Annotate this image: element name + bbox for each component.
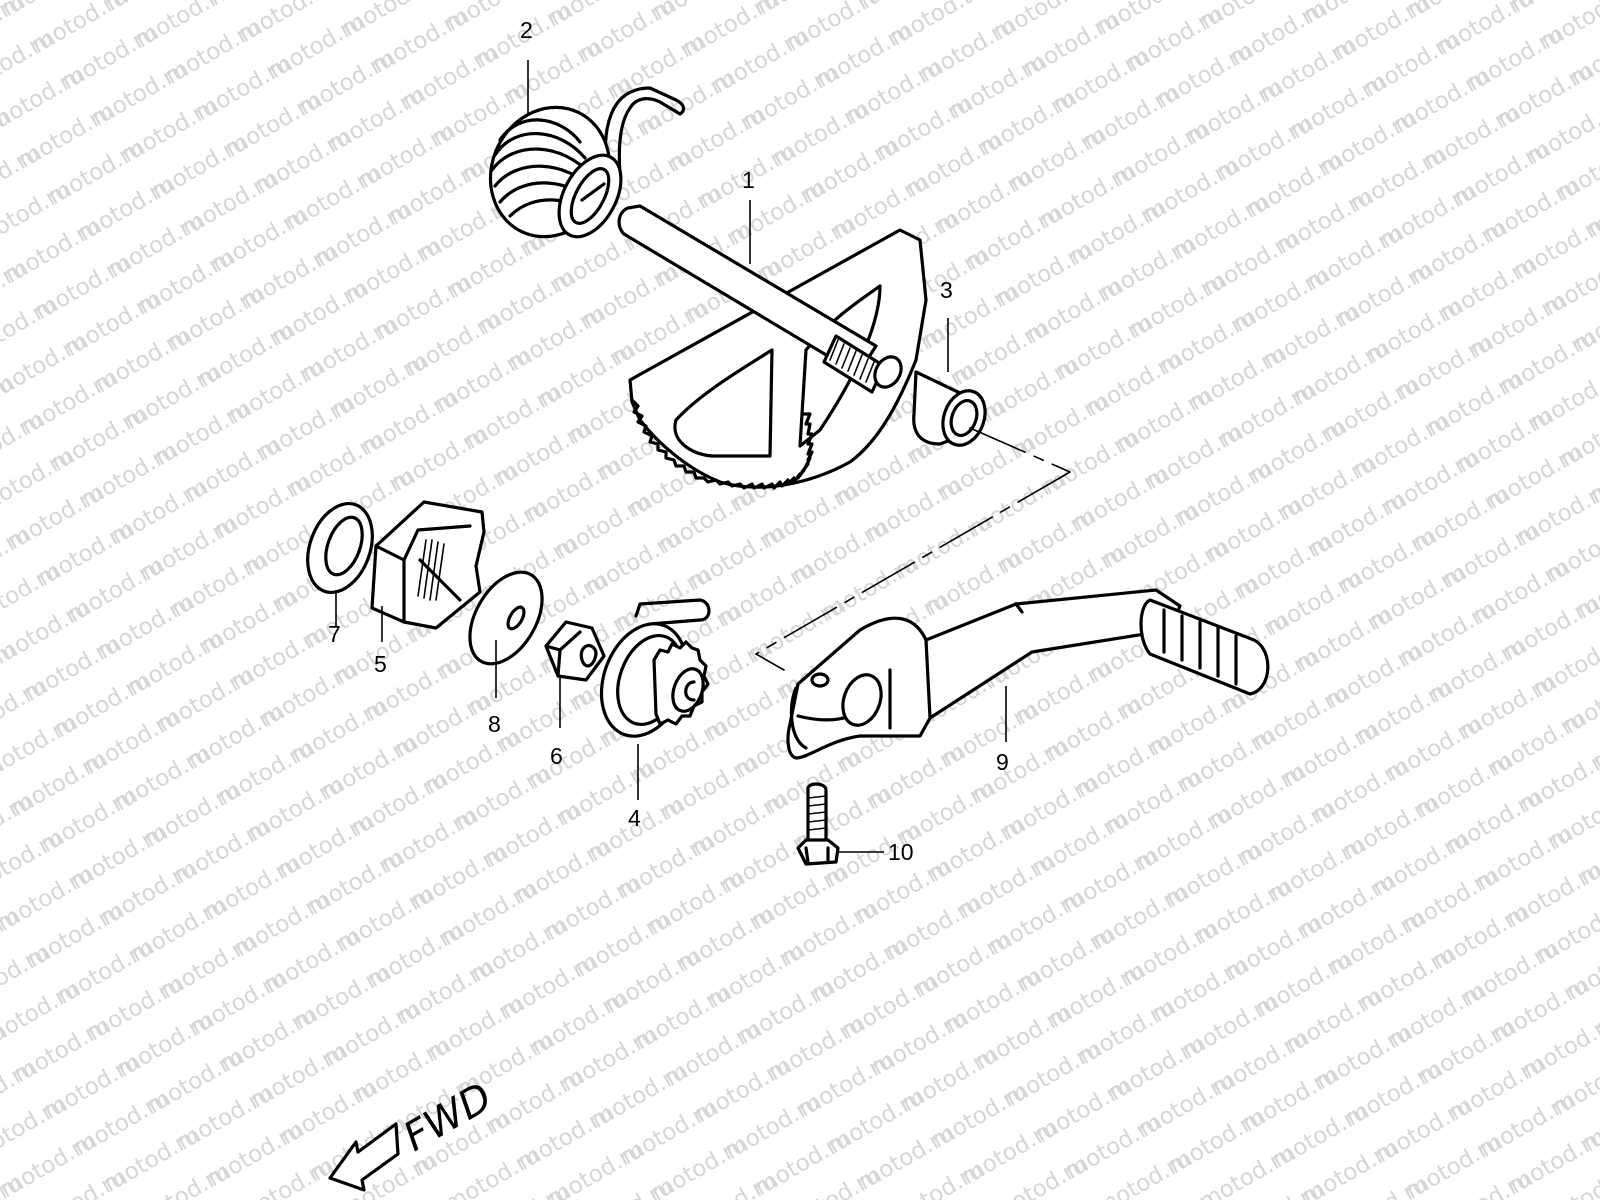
bolt-part bbox=[796, 782, 840, 866]
kick-lever-part bbox=[786, 588, 1270, 760]
callout-8: 8 bbox=[488, 711, 501, 737]
nut-part bbox=[544, 620, 606, 682]
arrow-left-down-icon bbox=[328, 1122, 400, 1192]
callout-leaders bbox=[335, 60, 1007, 853]
alignment-line bbox=[755, 427, 1071, 671]
callout-2: 2 bbox=[520, 17, 533, 43]
bushing-part bbox=[912, 370, 987, 447]
pinion-gear-part bbox=[599, 598, 711, 738]
callout-5: 5 bbox=[374, 651, 387, 677]
ratchet-part bbox=[370, 500, 486, 630]
callout-7: 7 bbox=[328, 621, 341, 647]
callout-numbers: 2 1 3 7 5 8 6 4 9 10 bbox=[328, 17, 1009, 865]
callout-9: 9 bbox=[996, 749, 1009, 775]
callout-1: 1 bbox=[742, 167, 755, 193]
fwd-indicator: FWD bbox=[328, 1074, 500, 1192]
fwd-label: FWD bbox=[396, 1074, 500, 1161]
callout-10: 10 bbox=[888, 839, 914, 865]
kick-shaft-part bbox=[617, 204, 928, 490]
return-spring-part bbox=[488, 86, 686, 239]
callout-4: 4 bbox=[628, 805, 641, 831]
callout-6: 6 bbox=[550, 743, 563, 769]
flat-washer-part bbox=[468, 570, 544, 666]
thrust-washer-part bbox=[306, 501, 374, 595]
callout-3: 3 bbox=[940, 277, 953, 303]
